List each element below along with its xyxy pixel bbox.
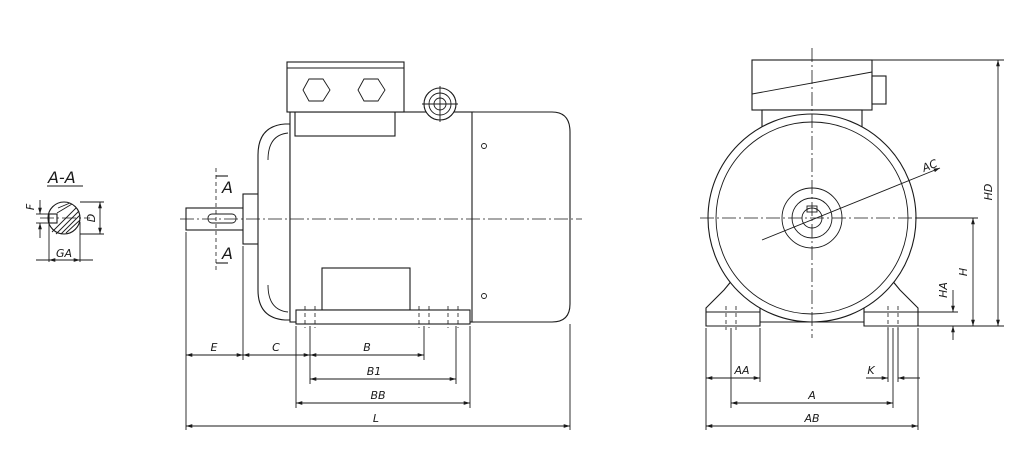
dim-k: K xyxy=(867,364,875,377)
cable-gland-icon xyxy=(357,78,386,102)
dim-l: L xyxy=(373,412,379,425)
dim-hd: HD xyxy=(982,184,995,201)
cable-gland-icon xyxy=(302,78,331,102)
dim-ac: AC xyxy=(919,157,939,175)
front-view: AC AA K A AB HA xyxy=(700,48,1004,430)
dim-b: B xyxy=(363,341,371,354)
dim-c: C xyxy=(272,341,280,354)
side-view: A A E C B B1 BB L xyxy=(180,61,582,430)
label-d: D xyxy=(85,214,98,222)
dim-bb: BB xyxy=(370,389,385,402)
section-aa-view: A-A F D GA xyxy=(24,168,104,262)
foot xyxy=(295,309,471,325)
dim-e: E xyxy=(211,341,218,354)
label-ga: GA xyxy=(56,247,72,260)
dim-b1: B1 xyxy=(367,365,382,378)
section-marker-top: A xyxy=(221,178,233,197)
dim-h: H xyxy=(957,268,970,276)
dim-ha: HA xyxy=(937,282,950,298)
section-title: A-A xyxy=(47,168,76,187)
dim-a: A xyxy=(807,389,816,402)
section-marker-bottom: A xyxy=(221,244,233,263)
dim-ab: AB xyxy=(803,412,819,425)
fan-cover xyxy=(471,111,571,323)
dim-aa: AA xyxy=(733,364,749,377)
terminal-box xyxy=(286,61,405,113)
label-f: F xyxy=(24,203,37,210)
